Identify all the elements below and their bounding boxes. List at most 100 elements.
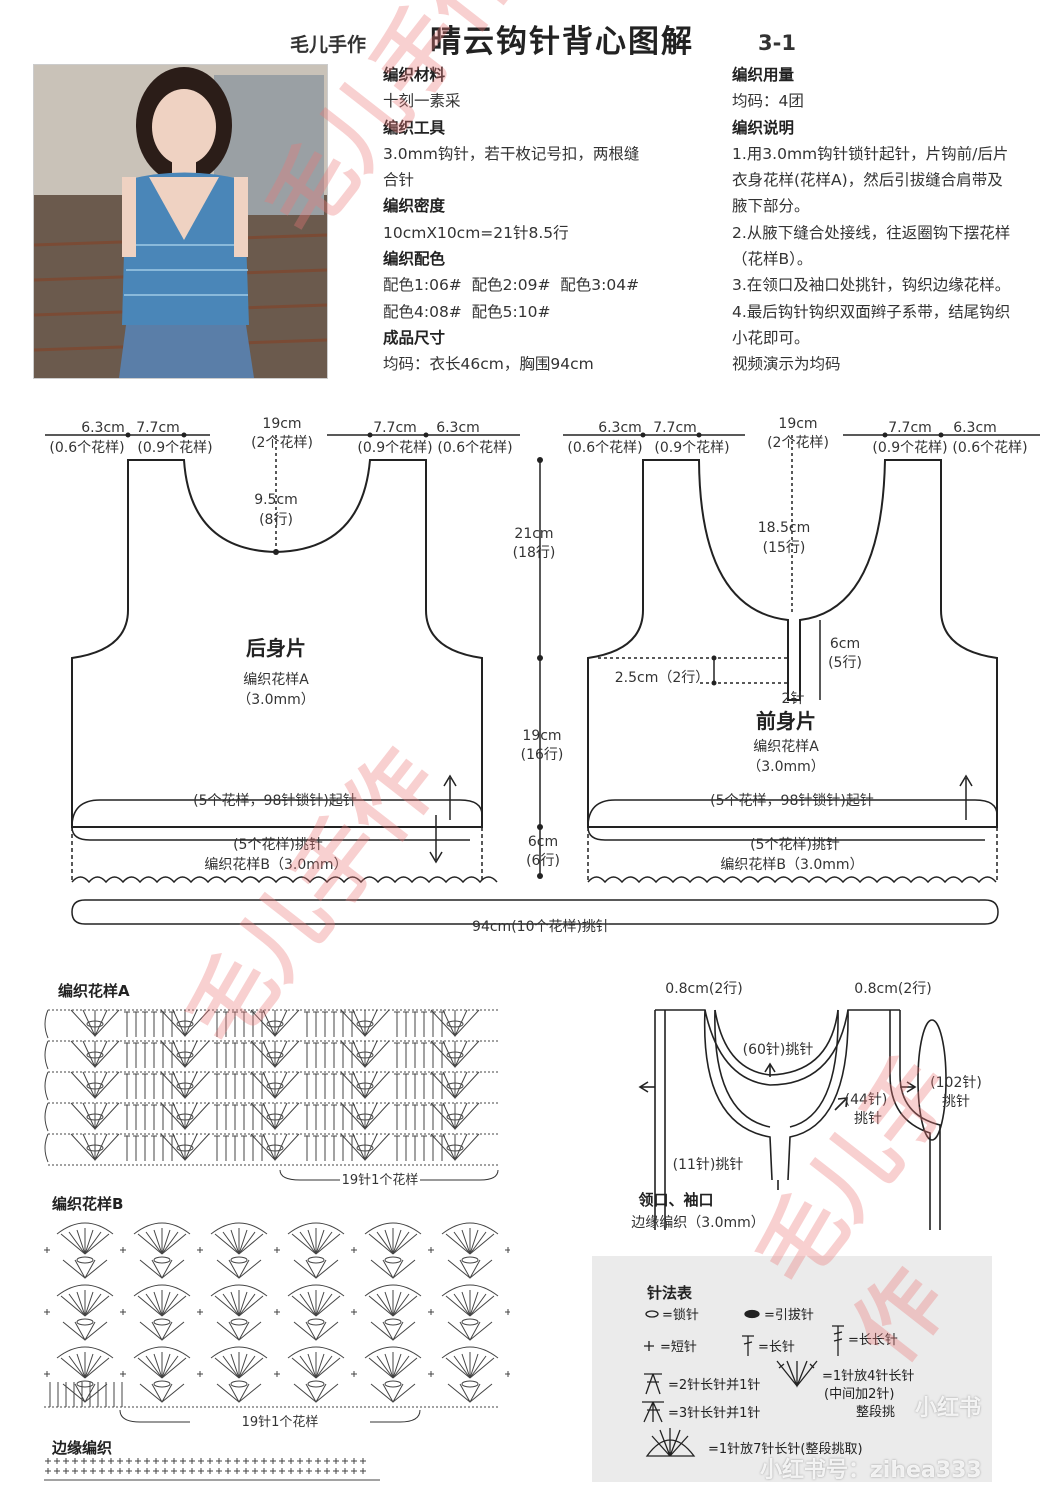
legend-dc2tog: =2针长针并1针 <box>668 1378 760 1393</box>
info-heading: 编织说明 <box>732 118 795 137</box>
armhole-rows: (18行) <box>513 545 556 561</box>
info-line: 2.从腋下缝合处接线，往返圈钩下摆花样 <box>732 223 1011 242</box>
info-line: 配色1:06# 配色2:09# 配色3:04# <box>383 276 640 295</box>
back-shoulder-r-cm: 6.3cm <box>436 420 480 436</box>
info-line: 小花即可。 <box>732 328 810 347</box>
collar-side-pick-2: 挑针 <box>854 1111 882 1127</box>
pattern-a-repeat: 19针1个花样 <box>342 1172 419 1188</box>
front-hem: 编织花样B（3.0mm） <box>720 857 863 873</box>
info-heading: 编织材料 <box>383 66 446 84</box>
body-cm: 19cm <box>522 728 561 744</box>
info-line: 3.0mm钩针，若干枚记号扣，两根缝 <box>383 144 640 163</box>
back-neck-depth-rows: (8行) <box>259 512 293 528</box>
front-slit-rows: (5行) <box>828 655 862 671</box>
front-start: (5个花样，98针锁针)起针 <box>710 793 874 809</box>
pattern-a-chart: 19针1个花样 <box>44 1009 499 1188</box>
legend-sc: =短针 <box>660 1340 697 1355</box>
front-neck-cm: 19cm <box>778 416 817 432</box>
edge-chart <box>44 1458 380 1481</box>
collar-sub: 边缘编织（3.0mm） <box>631 1215 765 1231</box>
info-line: 腋下部分。 <box>732 197 810 216</box>
back-shoulder-l-pat: (0.6个花样) <box>49 440 124 456</box>
pattern-b-title: 编织花样B <box>52 1195 124 1213</box>
hem-rows: (6行) <box>526 853 560 869</box>
watermark-platform: 小红书 <box>915 1396 982 1421</box>
front-neck-pat: (2个花样) <box>767 435 829 451</box>
body-rows: (16行) <box>521 747 564 763</box>
edge-title: 边缘编织 <box>52 1439 113 1457</box>
collar-arm-pick-1: (102针) <box>930 1075 982 1091</box>
back-strap-r-pat: (0.9个花样) <box>357 440 432 456</box>
back-strap-r-cm: 7.7cm <box>373 420 417 436</box>
info-line: 十刻一素采 <box>383 92 461 111</box>
front-strap-r-cm: 7.7cm <box>888 420 932 436</box>
info-heading: 编织用量 <box>732 66 795 84</box>
info-heading: 成品尺寸 <box>383 328 446 347</box>
back-start: (5个花样，98针锁针)起针 <box>193 793 357 809</box>
model-photo <box>33 64 328 379</box>
front-strap-r-pat: (0.9个花样) <box>872 440 947 456</box>
info-line: 合针 <box>383 171 415 190</box>
front-strap-l-cm: 7.7cm <box>653 420 697 436</box>
pattern-b-repeat: 19针1个花样 <box>242 1414 319 1430</box>
legend-dc3tog: =3针长针并1针 <box>668 1406 760 1421</box>
info-line: （花样B）。 <box>732 250 813 269</box>
front-pattern: 编织花样A <box>753 739 819 755</box>
info-heading: 编织工具 <box>383 118 446 137</box>
back-pattern: 编织花样A <box>243 672 309 688</box>
front-hook: （3.0mm） <box>747 759 825 775</box>
back-neck-pat: (2个花样) <box>251 435 313 451</box>
front-slit-offset: 2.5cm（2行） <box>615 670 710 686</box>
collar-right-width: 0.8cm(2行) <box>854 981 931 997</box>
collar-left-width: 0.8cm(2行) <box>665 981 742 997</box>
info-line: 4.最后钩针钩织双面辫子系带，结尾钩织 <box>732 302 1011 321</box>
back-pickup: (5个花样)挑针 <box>233 837 323 853</box>
stitch-legend: 针法表 =锁针 =引拔针 =短针 =长针 =长长针 =2针长针并1针 =1针放4… <box>592 1256 992 1482</box>
hem-cm: 6cm <box>528 834 558 850</box>
info-line: 3.在领口及袖口处挑针，钩织边缘花样。 <box>732 276 1011 295</box>
info-line: 均码：衣长46cm，胸围94cm <box>383 355 594 374</box>
armhole-cm: 21cm <box>514 526 553 542</box>
front-neck-depth: 18.5cm <box>758 520 811 536</box>
info-line: 配色4:08# 配色5:10# <box>383 302 551 321</box>
collar-title: 领口、袖口 <box>637 1191 713 1209</box>
info-line: 衣身花样(花样A)，然后引拔缝合肩带及 <box>732 171 1003 190</box>
page-number: 3-1 <box>758 31 796 55</box>
info-heading: 编织密度 <box>383 197 446 216</box>
collar-side-pick-1: (44针) <box>845 1092 888 1108</box>
collar-slit-pick: (11针)挑针 <box>673 1157 744 1173</box>
front-shoulder-r-cm: 6.3cm <box>953 420 997 436</box>
front-strap-l-pat: (0.9个花样) <box>654 440 729 456</box>
page-title: 晴云钩针背心图解 <box>430 24 694 60</box>
back-neck-depth: 9.5cm <box>254 492 298 508</box>
collar-diagram: 0.8cm(2行) 0.8cm(2行) (60针)挑针 (44针) 挑针 (10… <box>631 981 982 1231</box>
legend-title: 针法表 <box>647 1284 693 1302</box>
collar-neck-pick: (60针)挑针 <box>743 1042 814 1058</box>
back-shoulder-l-cm: 6.3cm <box>81 420 125 436</box>
info-right: 编织用量均码：4团编织说明 1.用3.0mm钩针锁针起针，片钩前/后片衣身花样(花… <box>732 62 1052 378</box>
front-pickup: (5个花样)挑针 <box>750 837 840 853</box>
legend-4dc: =1针放4针长针 <box>822 1369 914 1384</box>
info-line: 均码：4团 <box>732 92 804 111</box>
info-line: 视频演示为均码 <box>732 355 841 374</box>
back-shoulder-r-pat: (0.6个花样) <box>437 440 512 456</box>
legend-chain: =锁针 <box>662 1307 699 1323</box>
brand-label: 毛儿手作 <box>290 34 367 56</box>
collar-arm-pick-2: 挑针 <box>942 1094 970 1110</box>
info-heading: 编织配色 <box>383 250 446 269</box>
legend-dc: =长针 <box>758 1340 795 1355</box>
legend-4dc-note2: 整段挑 <box>856 1405 895 1420</box>
chest-pickup: 94cm(10个花样)挑针 <box>472 919 610 935</box>
front-shoulder-l-cm: 6.3cm <box>598 420 642 436</box>
back-piece-name: 后身片 <box>246 636 306 660</box>
legend-slip: =引拔针 <box>764 1308 814 1323</box>
pattern-a-title: 编织花样A <box>58 982 130 1000</box>
front-piece-name: 前身片 <box>756 709 816 733</box>
legend-4dc-note: (中间加2针) <box>824 1387 894 1402</box>
front-slit-width: 2针 <box>782 691 805 707</box>
watermark-id: 小红书号：zihea333 <box>760 1458 982 1483</box>
legend-tr: =长长针 <box>848 1333 898 1348</box>
back-neck-cm: 19cm <box>262 416 301 432</box>
info-line: 1.用3.0mm钩针锁针起针，片钩前/后片 <box>732 144 1009 163</box>
